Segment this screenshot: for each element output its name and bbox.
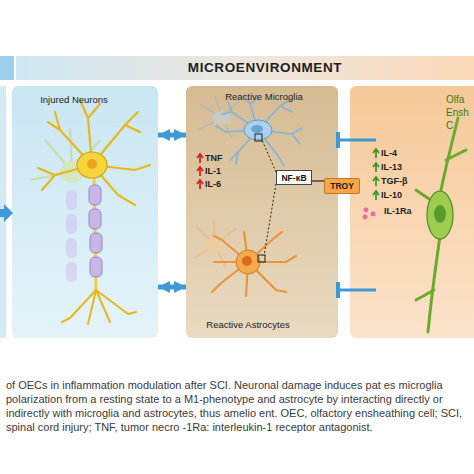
- node-text: Reactive Astrocytes: [206, 319, 289, 330]
- cytokine-label: IL-10: [381, 190, 402, 200]
- banner-band: MICROENVIRONMENT: [16, 56, 474, 80]
- node-text: TROY: [330, 181, 354, 191]
- interaction-arrow: [158, 285, 186, 290]
- cytokine-label: IL-1: [205, 166, 221, 176]
- node-text: NF-κB: [281, 173, 306, 183]
- cytokine-label: TNF: [205, 153, 223, 163]
- node-text: Injured Neurons: [40, 94, 108, 105]
- node-text: Olfa Ensh C: [446, 93, 474, 132]
- oec-panel: Olfa Ensh C: [350, 86, 474, 338]
- cytokine-label: IL-1Ra: [384, 206, 412, 216]
- cytokine-label: IL-13: [381, 162, 402, 172]
- cytokine-label: TGF-β: [381, 176, 408, 186]
- node-text: MICROENVIRONMENT: [188, 60, 342, 75]
- banner-tab: [0, 56, 14, 80]
- receptor-box: TROY: [324, 178, 360, 194]
- inhibition-line: [338, 139, 350, 142]
- cytokine-label: IL-4: [381, 148, 397, 158]
- pathway-box: NF-κB: [276, 170, 312, 185]
- cytokine-label: IL-6: [205, 179, 221, 189]
- node-text: Reactive Microglia: [225, 91, 303, 102]
- neuron-panel: Injured Neurons: [12, 86, 158, 338]
- inhibition-line: [338, 289, 350, 292]
- interaction-arrow: [158, 133, 186, 138]
- figure-caption: of OECs in inflammation modulation after…: [6, 378, 470, 434]
